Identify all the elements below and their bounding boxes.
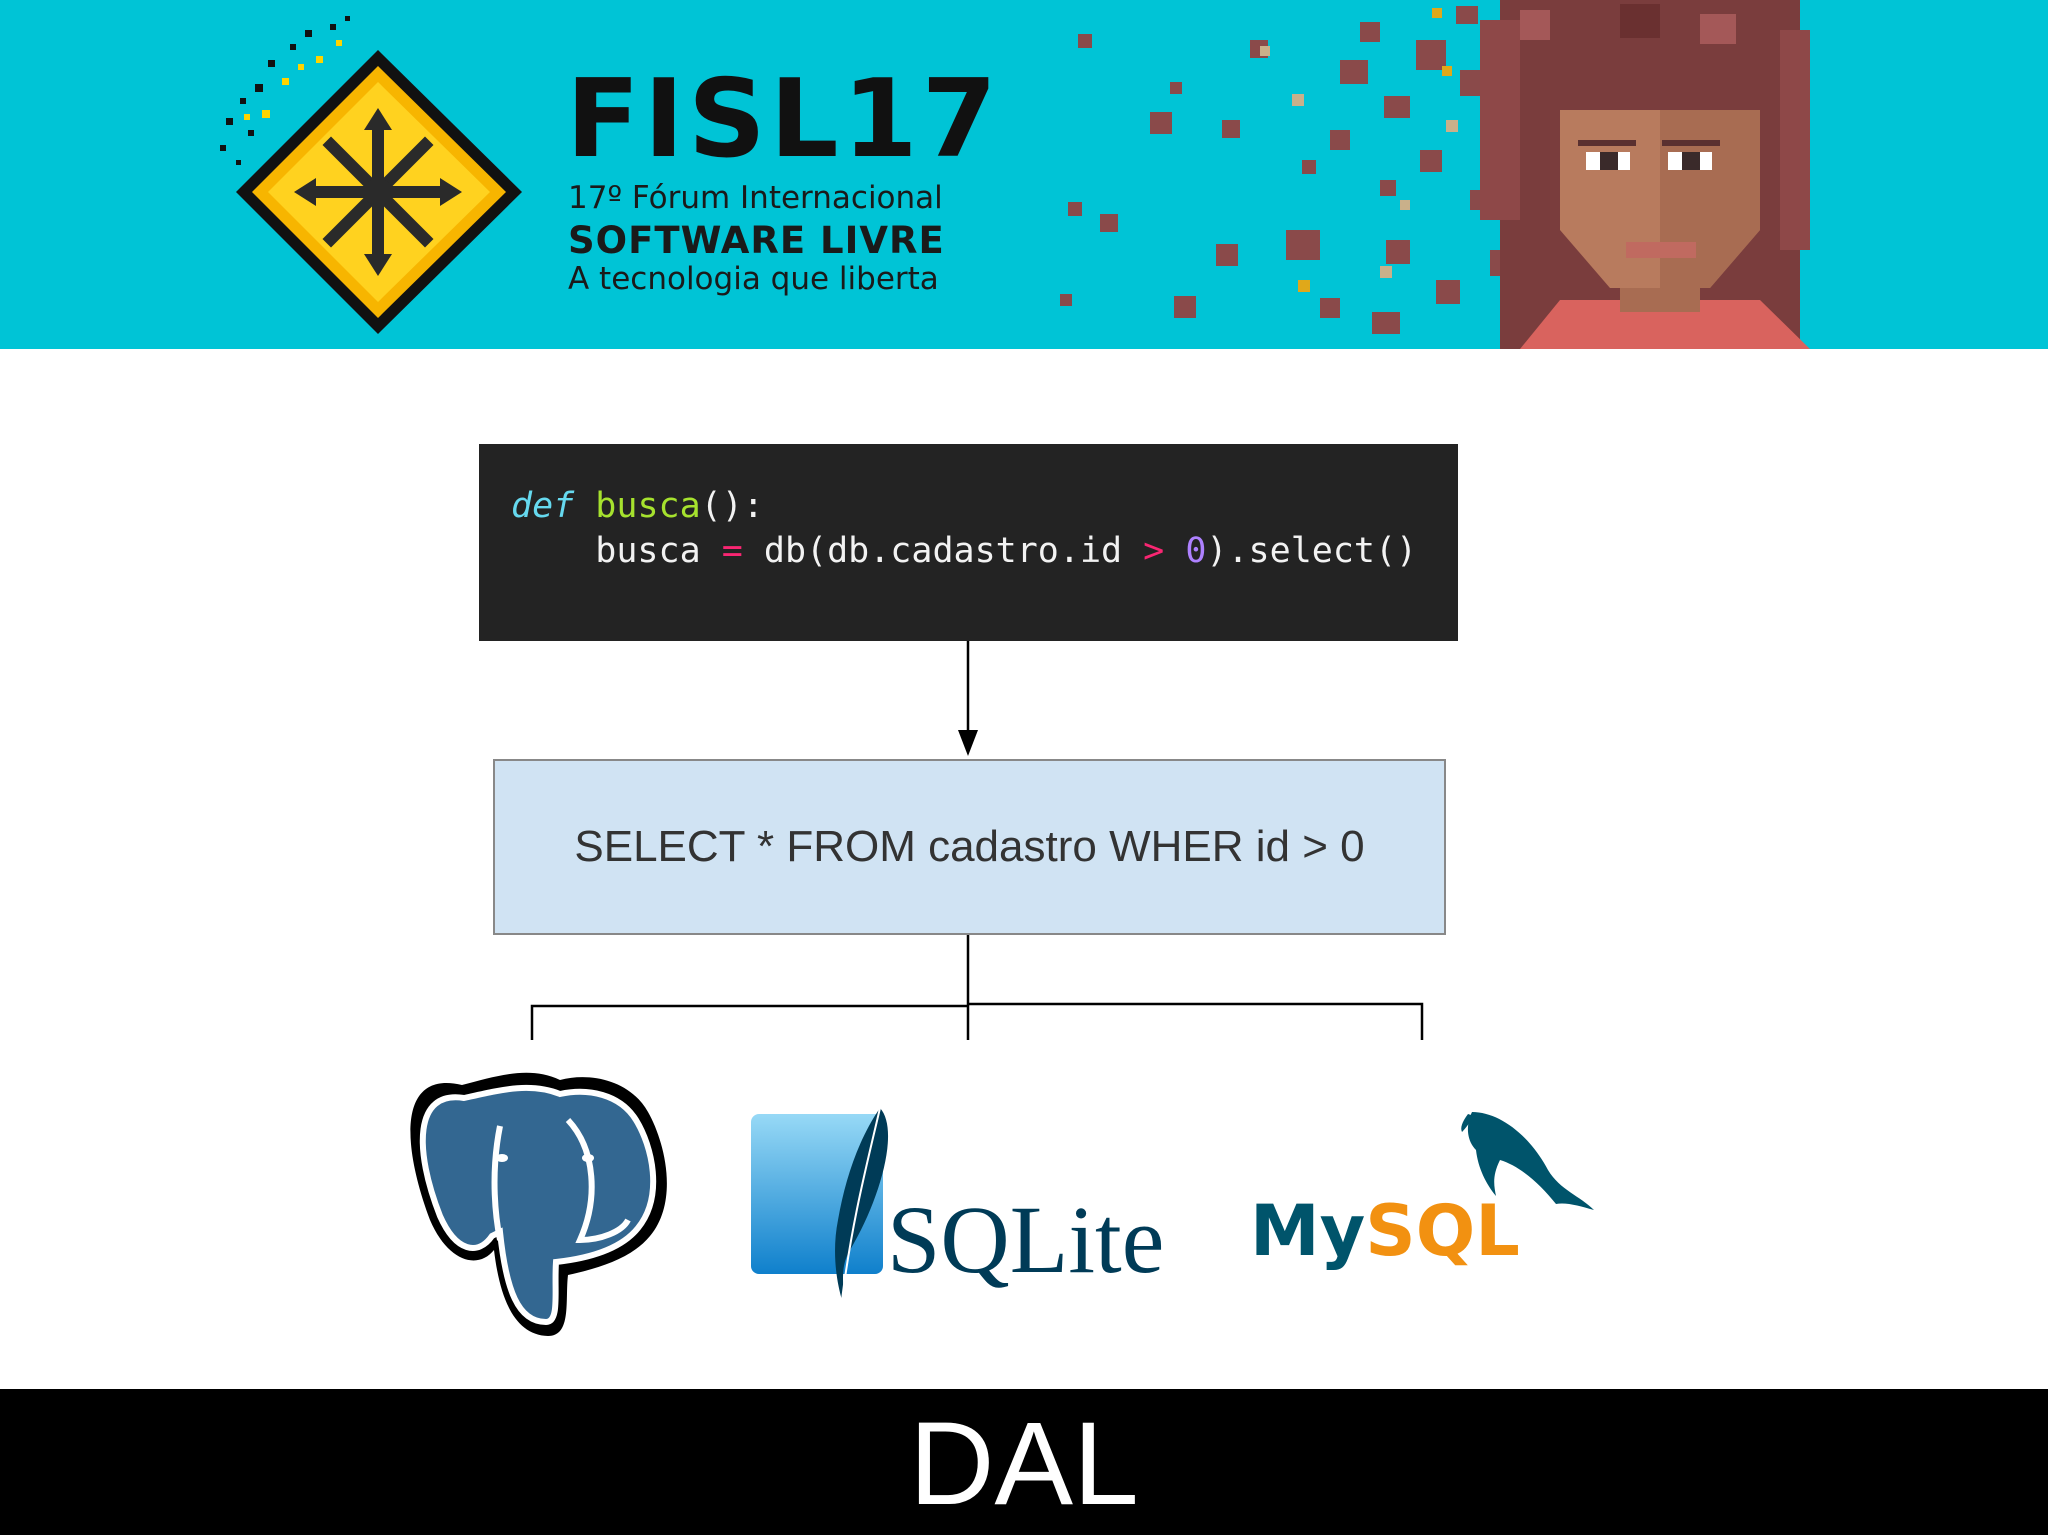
sqlite-feather-icon <box>751 1107 889 1301</box>
diagram-connectors <box>530 641 1424 1040</box>
footer-bar: DAL <box>0 1389 2048 1535</box>
event-subtitle-2: SOFTWARE LIVRE <box>568 219 945 262</box>
header-banner: FISL17 17º Fórum Internacional SOFTWARE … <box>0 0 2048 349</box>
event-subtitle-1: 17º Fórum Internacional <box>568 180 943 216</box>
code-line-1: def busca(): <box>511 486 764 526</box>
mysql-wordmark: MySQL <box>1250 1196 1520 1266</box>
pixel-scatter-left <box>220 16 350 165</box>
code-call: db(db.cadastro.id <box>742 531 1144 571</box>
code-op-assign: = <box>721 531 743 571</box>
postgresql-elephant-icon <box>410 1072 667 1336</box>
code-number: 0 <box>1185 531 1207 571</box>
code-select-call: ).select() <box>1206 531 1418 571</box>
code-snippet: def busca(): busca = db(db.cadastro.id >… <box>479 444 1458 641</box>
slide-title: DAL <box>909 1398 1139 1530</box>
arrowhead-sql <box>958 730 978 756</box>
sqlite-wordmark: SQLite <box>887 1186 1165 1293</box>
keyword-def: def <box>511 486 575 526</box>
banner-art <box>220 0 1810 349</box>
mysql-wordmark-my: My <box>1250 1190 1366 1272</box>
mysql-dolphin-icon <box>1461 1112 1594 1210</box>
pixel-face-illustration <box>1480 0 1810 349</box>
function-name: busca <box>595 486 701 526</box>
fisl-diamond-logo <box>236 50 522 334</box>
event-tagline: A tecnologia que liberta <box>568 261 939 297</box>
branch-mysql <box>968 1002 1424 1040</box>
event-title: FISL17 <box>566 57 1001 182</box>
mysql-wordmark-sql: SQL <box>1365 1190 1520 1272</box>
branch-postgres <box>530 1004 968 1040</box>
code-var: busca <box>511 531 722 571</box>
sql-query-text: SELECT * FROM cadastro WHER id > 0 <box>574 822 1365 871</box>
code-line-2: busca = db(db.cadastro.id > 0).select() <box>511 531 1417 571</box>
sql-query-box: SELECT * FROM cadastro WHER id > 0 <box>493 759 1446 935</box>
database-logos <box>410 1072 1594 1336</box>
code-op-gt: > <box>1143 531 1165 571</box>
code-punct: (): <box>700 486 764 526</box>
